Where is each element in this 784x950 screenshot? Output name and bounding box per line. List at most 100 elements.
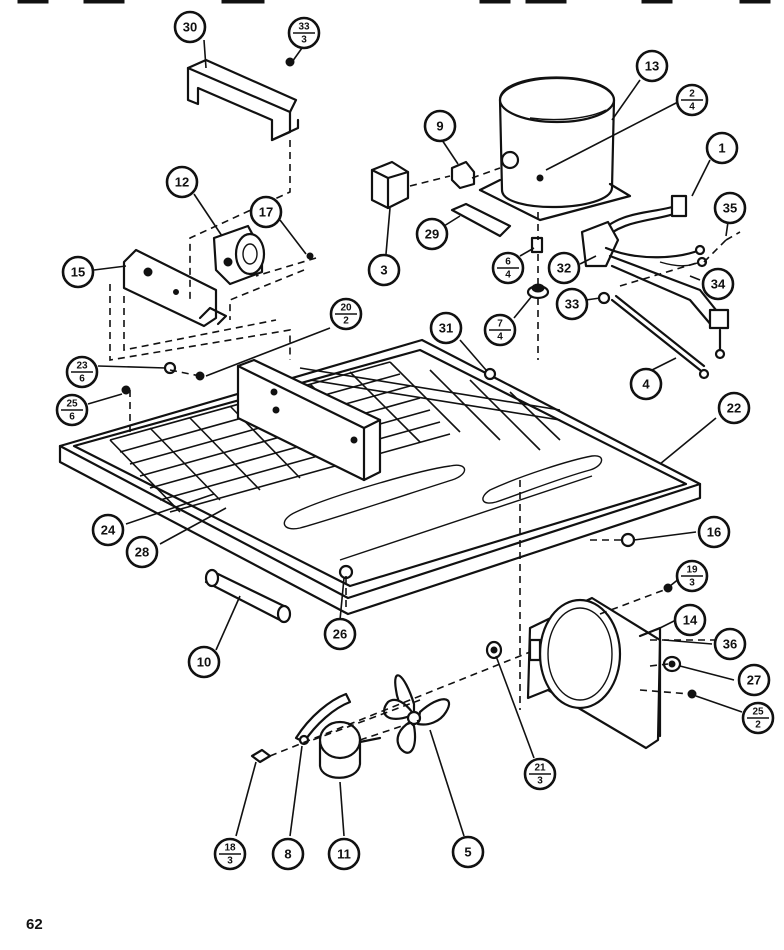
part-9-clip [450,160,476,190]
callout-14-label: 14 [683,613,698,628]
callout-13-label: 13 [645,59,659,74]
small-fasteners [121,57,697,699]
callout-22: 22 [717,391,751,425]
callout-1-label: 1 [718,141,725,156]
callout-18-3-bottom: 3 [227,856,233,867]
callout-33-3: 33 3 [287,16,321,50]
callout-29: 29 [415,217,449,251]
callout-21-3-top: 21 [534,763,546,774]
callout-4: 4 [629,367,663,401]
page-number: 62 [26,916,43,933]
callout-25-6-bottom: 6 [69,412,75,423]
callout-32-label: 32 [557,261,571,276]
callout-6-4: 6 4 [491,251,525,285]
callout-14: 14 [673,603,707,637]
callout-24: 24 [91,513,125,547]
callout-5: 5 [451,835,485,869]
callout-20-2-bottom: 2 [343,316,349,327]
callout-4-label: 4 [642,377,650,392]
center-divider-bracket [236,358,382,482]
callout-8-label: 8 [284,847,291,862]
callout-2-4-top: 2 [689,89,695,100]
callout-8: 8 [271,837,305,871]
callout-20-2-top: 20 [340,303,352,314]
callout-23-6: 23 6 [65,355,99,389]
callout-12: 12 [165,165,199,199]
callout-31: 31 [429,311,463,345]
callout-7-4-bottom: 4 [497,332,503,343]
callout-30-label: 30 [183,20,197,35]
callout-19-3-top: 19 [686,565,698,576]
callout-3-label: 3 [380,263,387,278]
alignment-lines [109,140,741,757]
callout-11-label: 11 [337,847,351,862]
callout-25-2: 25 2 [741,701,775,735]
callout-15: 15 [61,255,95,289]
callout-23-6-top: 23 [76,361,88,372]
callout-19-3-bottom: 3 [689,578,695,589]
callout-34-label: 34 [711,277,726,292]
part-5-fan-blade [383,674,451,754]
callout-31-label: 31 [439,321,453,336]
callout-7-4-top: 7 [497,319,503,330]
callout-34: 34 [701,267,735,301]
callout-2-4: 2 4 [675,83,709,117]
callout-5-label: 5 [464,845,471,860]
callout-36: 36 [713,627,747,661]
callout-18-3: 18 3 [213,837,247,871]
callout-16-label: 16 [707,525,721,540]
part-14-fan-shroud [526,596,662,750]
part-29-strap [450,202,512,238]
cropped-header-marks [17,0,771,4]
callout-11: 11 [327,837,361,871]
part-3-relay [370,160,410,210]
callout-27-label: 27 [747,673,761,688]
callout-22-label: 22 [727,401,741,416]
callout-23-6-bottom: 6 [79,374,85,385]
part-11-fan-motor [318,720,382,779]
callout-9-label: 9 [436,119,443,134]
callout-2-4-bottom: 4 [689,102,695,113]
callout-28-label: 28 [135,545,149,560]
grommets-6-7 [526,236,550,300]
part-30-bracket [186,58,300,142]
callout-33-3-bottom: 3 [301,35,307,46]
callout-24-label: 24 [101,523,116,538]
callout-27: 27 [737,663,771,697]
part-4-wire-lead [610,294,710,380]
callout-36-label: 36 [723,637,737,652]
callout-25-6-top: 25 [66,399,78,410]
callout-9: 9 [423,109,457,143]
callout-26: 26 [323,617,357,651]
callout-20-2: 20 2 [329,297,363,331]
callout-25-2-top: 25 [752,707,764,718]
callout-33: 33 [555,287,589,321]
callout-32: 32 [547,251,581,285]
callout-10: 10 [187,645,221,679]
callout-30: 30 [173,10,207,44]
callout-33-3-top: 33 [298,22,310,33]
callout-15-label: 15 [71,265,85,280]
callout-1: 1 [705,131,739,165]
callout-28: 28 [125,535,159,569]
callout-13: 13 [635,49,669,83]
callout-16: 16 [697,515,731,549]
part-13-compressor [478,76,632,222]
part-12-timer [212,224,266,286]
callout-25-2-bottom: 2 [755,720,761,731]
callout-10-label: 10 [197,655,211,670]
leader-lines [87,39,743,837]
part-18-screw [250,748,272,764]
callout-25-6: 25 6 [55,393,89,427]
callout-7-4: 7 4 [483,313,517,347]
callout-17: 17 [249,195,283,229]
part-15-mounting-plate [122,248,228,328]
callout-21-3-bottom: 3 [537,776,543,787]
part-10-tube [204,568,292,624]
callout-3: 3 [367,253,401,287]
callout-19-3: 19 3 [675,559,709,593]
callout-18-3-top: 18 [224,843,236,854]
callout-26-label: 26 [333,627,347,642]
callout-35: 35 [713,191,747,225]
